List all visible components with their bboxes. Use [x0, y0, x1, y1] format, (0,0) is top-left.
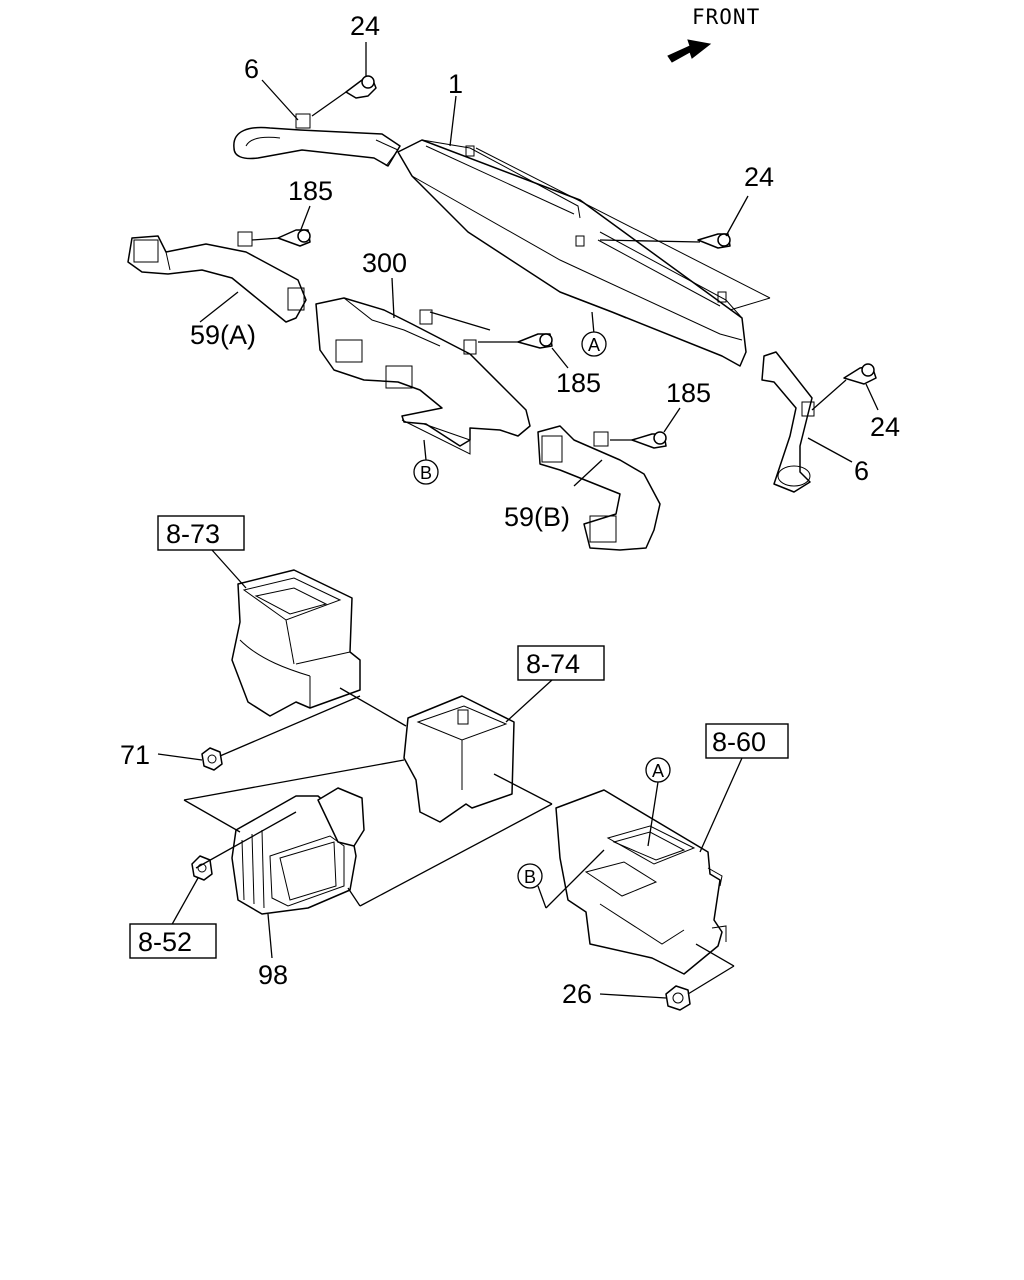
- screw-icon-24-top: [345, 75, 377, 99]
- callout-6-left: 6: [244, 54, 259, 84]
- callout-59b: 59(B): [504, 502, 570, 532]
- callout-24-top: 24: [350, 11, 380, 41]
- duct-part-59a: [127, 231, 307, 323]
- ref-label-8-74: 8-74: [526, 649, 580, 679]
- center-duct-part-300: [315, 297, 531, 455]
- boxed-ref-8-52: 8-52: [129, 923, 217, 959]
- callout-185-right: 185: [666, 378, 711, 408]
- boxed-ref-8-73: 8-73: [157, 515, 245, 551]
- ref-label-8-52: 8-52: [138, 927, 192, 957]
- screw-icon-24-mid: [697, 233, 731, 249]
- callout-1: 1: [448, 69, 463, 99]
- blower-unit-8-73: [231, 569, 361, 717]
- callout-59a: 59(A): [190, 320, 256, 350]
- screw-icon-185-center: [517, 333, 553, 349]
- screw-icon-185-right: [631, 431, 667, 449]
- circle-marker-b-top: B: [413, 459, 439, 485]
- callout-185-center: 185: [556, 368, 601, 398]
- callout-24-mid: 24: [744, 162, 774, 192]
- svg-text:A: A: [588, 335, 600, 355]
- front-label: FRONT: [692, 5, 760, 29]
- boxed-ref-8-60: 8-60: [705, 723, 789, 759]
- defroster-duct-part-1: [397, 139, 747, 367]
- callout-185-left: 185: [288, 176, 333, 206]
- nut-icon-71: [201, 747, 223, 771]
- svg-text:A: A: [652, 761, 664, 781]
- callout-71: 71: [120, 740, 150, 770]
- side-vent-duct-right-part-6: [761, 351, 815, 493]
- callouts: 24 6 1 185 24 300 59(A) 185 185 24 6 59(…: [120, 11, 900, 1009]
- unit-case-8-74: [403, 695, 515, 823]
- nut-icon-8-52: [191, 855, 213, 881]
- screw-icon-24-right: [843, 363, 877, 385]
- svg-text:B: B: [524, 867, 536, 887]
- ref-label-8-60: 8-60: [712, 727, 766, 757]
- side-vent-duct-left-part-6: [233, 113, 401, 167]
- front-indicator: FRONT: [667, 5, 760, 63]
- heater-unit-8-60: [555, 789, 727, 975]
- circle-marker-a-bottom: A: [645, 757, 671, 783]
- leader-lines-lower: [157, 549, 743, 999]
- screw-icon-185-left: [277, 229, 311, 247]
- circle-marker-b-bottom: B: [517, 863, 543, 889]
- front-arrow-icon: [667, 39, 712, 63]
- boxed-ref-8-74: 8-74: [517, 645, 605, 681]
- leader-lines-upper: [199, 42, 879, 487]
- nut-icon-26: [665, 985, 691, 1011]
- callout-26: 26: [562, 979, 592, 1009]
- duct-part-59b: [537, 425, 661, 551]
- control-unit-part-98: [231, 787, 365, 915]
- callout-98: 98: [258, 960, 288, 990]
- callout-6-right: 6: [854, 456, 869, 486]
- ref-label-8-73: 8-73: [166, 519, 220, 549]
- svg-text:B: B: [420, 463, 432, 483]
- callout-24-right: 24: [870, 412, 900, 442]
- circle-marker-a-top: A: [581, 331, 607, 357]
- callout-300: 300: [362, 248, 407, 278]
